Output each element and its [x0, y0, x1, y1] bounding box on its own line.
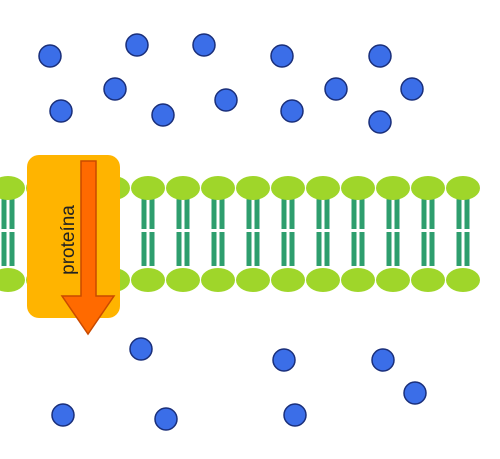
solute-molecule-icon: [403, 381, 427, 405]
lipid-head: [341, 176, 375, 200]
lipid-head: [236, 268, 270, 292]
bilayer-midline: [176, 229, 190, 232]
lipid-head: [271, 268, 305, 292]
bilayer-midline: [246, 229, 260, 232]
molecules-inside: [51, 337, 427, 431]
lipid-head: [341, 268, 375, 292]
lipid-head: [0, 268, 25, 292]
bilayer-midline: [316, 229, 330, 232]
lipid-head: [201, 268, 235, 292]
solute-molecule-icon: [192, 33, 216, 57]
solute-molecule-icon: [283, 403, 307, 427]
solute-molecule-icon: [371, 348, 395, 372]
solute-molecule-icon: [368, 44, 392, 68]
bilayer-midline: [211, 229, 225, 232]
lipid-head: [0, 176, 25, 200]
lipid-head: [446, 268, 480, 292]
bilayer-midline: [1, 229, 15, 232]
solute-molecule-icon: [270, 44, 294, 68]
lipid-head: [236, 176, 270, 200]
lipid-head: [306, 268, 340, 292]
lipid-head: [446, 176, 480, 200]
solute-molecule-icon: [154, 407, 178, 431]
bilayer-midline: [456, 229, 470, 232]
lipid-head: [131, 176, 165, 200]
lipid-head: [376, 268, 410, 292]
solute-molecule-icon: [103, 77, 127, 101]
lipid-head: [271, 176, 305, 200]
solute-molecule-icon: [368, 110, 392, 134]
bilayer-midline: [351, 229, 365, 232]
lipid-head: [166, 268, 200, 292]
bilayer-midline: [281, 229, 295, 232]
transport-arrow-icon: [60, 160, 116, 336]
lipid-head: [306, 176, 340, 200]
solute-molecule-icon: [129, 337, 153, 361]
solute-molecule-icon: [214, 88, 238, 112]
protein-label: proteína: [58, 205, 79, 275]
lipid-head: [131, 268, 165, 292]
bilayer-midline: [386, 229, 400, 232]
solute-molecule-icon: [125, 33, 149, 57]
lipid-head: [411, 268, 445, 292]
bilayer-midline: [421, 229, 435, 232]
solute-molecule-icon: [324, 77, 348, 101]
molecules-outside: [38, 33, 424, 134]
bilayer-midline: [141, 229, 155, 232]
solute-molecule-icon: [272, 348, 296, 372]
lipid-head: [376, 176, 410, 200]
solute-molecule-icon: [49, 99, 73, 123]
lipid-head: [411, 176, 445, 200]
solute-molecule-icon: [151, 103, 175, 127]
solute-molecule-icon: [400, 77, 424, 101]
lipid-head: [201, 176, 235, 200]
solute-molecule-icon: [38, 44, 62, 68]
solute-molecule-icon: [51, 403, 75, 427]
solute-molecule-icon: [280, 99, 304, 123]
transport-protein: proteína: [27, 155, 120, 336]
lipid-head: [166, 176, 200, 200]
